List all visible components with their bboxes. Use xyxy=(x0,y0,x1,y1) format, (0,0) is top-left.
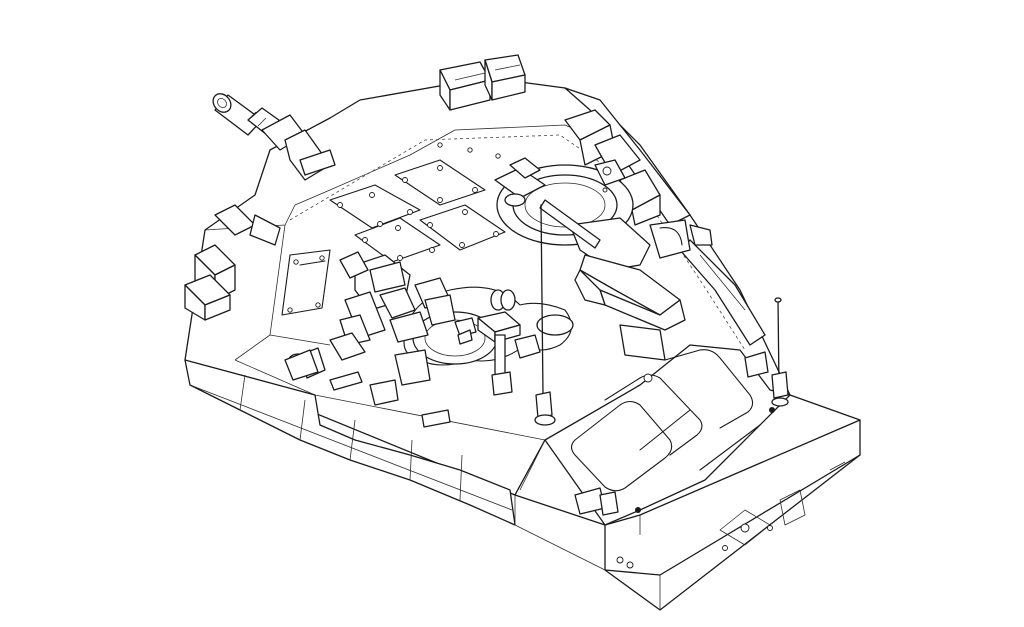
radio-antenna-right xyxy=(771,297,789,407)
main-gun-barrel xyxy=(212,93,336,181)
left-side-stowage xyxy=(184,204,281,321)
right-side-stowage xyxy=(564,87,766,346)
radio-antenna-center xyxy=(534,204,556,426)
rear-top-boxes xyxy=(439,54,526,111)
dark-fittings xyxy=(602,187,775,513)
gunner-sight xyxy=(454,289,541,396)
remote-weapon-station xyxy=(539,199,691,361)
left-periscope-cluster xyxy=(284,251,456,386)
grab-handles xyxy=(329,329,769,516)
